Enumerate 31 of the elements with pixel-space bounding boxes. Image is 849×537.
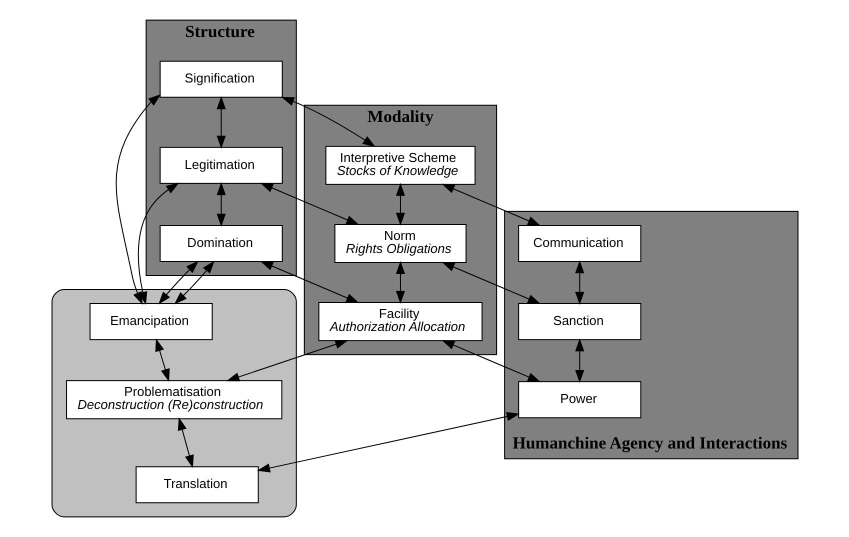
- arrow: [574, 338, 584, 383]
- arrow: [395, 260, 405, 304]
- arrow: [395, 182, 405, 226]
- arrow: [441, 184, 540, 226]
- node-box: Domination: [159, 224, 282, 262]
- node-box: Sanction: [518, 303, 641, 340]
- arrow: [216, 182, 226, 227]
- arrow: [441, 340, 540, 382]
- node-box: Problematisation Deconstruction (Re)construction: [66, 380, 282, 420]
- node-box: Communication: [518, 224, 641, 262]
- arrow: [574, 260, 584, 305]
- arrow: [177, 417, 194, 468]
- node-box: Facility Authorization Allocation: [318, 302, 482, 342]
- node-box: Emancipation: [89, 303, 212, 340]
- node-box: Translation: [135, 466, 258, 504]
- node-box: Legitimation: [159, 146, 282, 184]
- node-box: Signification: [159, 60, 282, 98]
- arrow: [441, 262, 540, 304]
- node-box: Norm Rights Obligations: [334, 224, 466, 263]
- arrow: [280, 96, 376, 148]
- arrow: [174, 260, 214, 304]
- node-box: Power: [518, 381, 641, 418]
- arrow: [226, 340, 348, 382]
- arrow: [216, 96, 226, 149]
- arrow: [260, 260, 359, 304]
- arrow: [137, 182, 179, 305]
- arrow: [260, 182, 359, 225]
- arrow: [154, 338, 170, 382]
- arrow: [256, 412, 520, 472]
- arrow: [158, 260, 198, 305]
- node-box: Interpretive Scheme Stocks of Knowledge: [324, 146, 476, 185]
